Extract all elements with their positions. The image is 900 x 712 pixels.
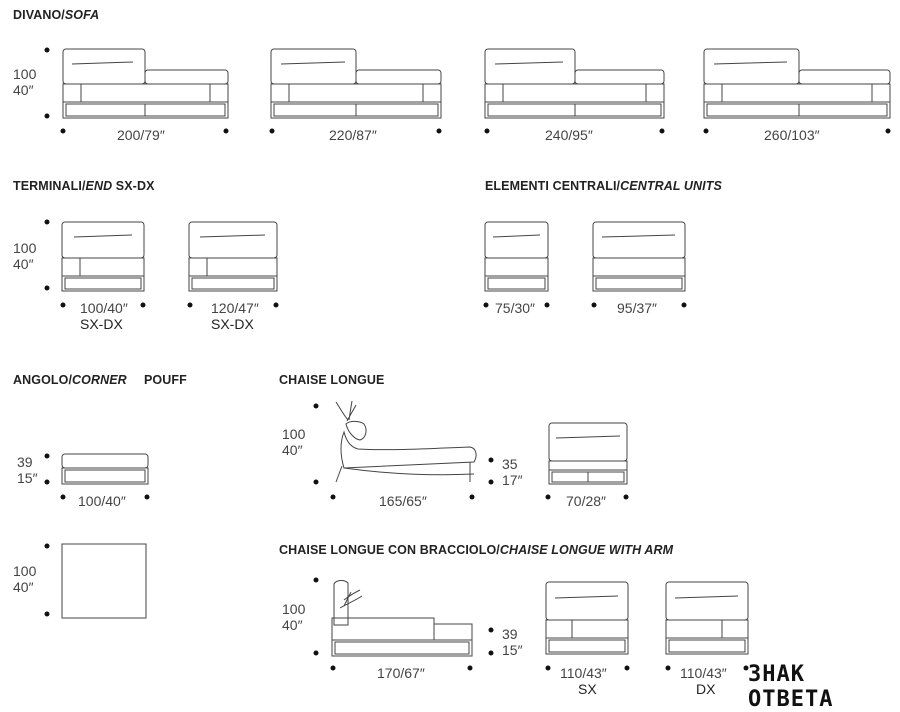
end-units-heading: TERMINALI/END SX-DX — [13, 179, 155, 193]
end-100-side: SX-DX — [80, 316, 123, 332]
sofa-260-drawing — [703, 48, 891, 119]
chaise-arm-dx-label: DX — [696, 681, 716, 697]
chaise-arm-heading: CHAISE LONGUE CON BRACCIOLO/CHAISE LONGU… — [279, 543, 674, 557]
sofa-220-dim: 220/87″ — [329, 127, 377, 143]
central-75-dim: 75/30″ — [495, 300, 535, 316]
end-100-dim: 100/40″ — [80, 300, 128, 316]
pouf-heading: POUFF — [144, 373, 187, 387]
sofa-260-dim: 260/103″ — [764, 127, 820, 143]
chaise-arm-side-drawing — [331, 580, 473, 657]
central-95-dim: 95/37″ — [617, 300, 657, 316]
chaise-arm-sx-front-drawing — [545, 581, 629, 655]
chaise-side-drawing — [335, 400, 477, 483]
chaise-front-drawing — [548, 422, 628, 485]
sofa-240-drawing — [484, 48, 665, 119]
corner-heading: ANGOLO/CORNER — [13, 373, 127, 387]
chaise-length-dim: 165/65″ — [379, 493, 427, 509]
sofa-220-drawing — [270, 48, 442, 119]
end-unit-120-drawing — [188, 221, 278, 292]
sofa-240-dim: 240/95″ — [545, 127, 593, 143]
chaise-arm-sx-dim: 110/43″ — [560, 665, 607, 681]
chaise-arm-length-dim: 170/67″ — [377, 665, 425, 681]
chaise-arm-dx-front-drawing — [665, 581, 749, 655]
sofa-heading: DIVANO/SOFA — [13, 8, 100, 22]
pouf-drawing — [61, 453, 149, 485]
chaise-width-dim: 70/28″ — [566, 493, 606, 509]
sofa-200-dim: 200/79″ — [117, 127, 165, 143]
reference-dots — [44, 47, 891, 671]
chaise-arm-sx-label: SX — [578, 681, 597, 697]
sofa-200-drawing — [62, 48, 229, 119]
corner-drawing — [61, 543, 147, 619]
central-unit-95-drawing — [592, 221, 686, 292]
central-units-heading: ELEMENTI CENTRALI/CENTRAL UNITS — [485, 179, 722, 193]
end-120-side: SX-DX — [211, 316, 254, 332]
pouf-dim: 100/40″ — [78, 493, 126, 509]
chaise-arm-dx-dim: 110/43″ — [680, 665, 727, 681]
chaise-heading: CHAISE LONGUE — [279, 373, 385, 387]
end-unit-100-drawing — [61, 221, 145, 292]
central-unit-75-drawing — [484, 221, 549, 292]
end-120-dim: 120/47″ — [211, 300, 259, 316]
